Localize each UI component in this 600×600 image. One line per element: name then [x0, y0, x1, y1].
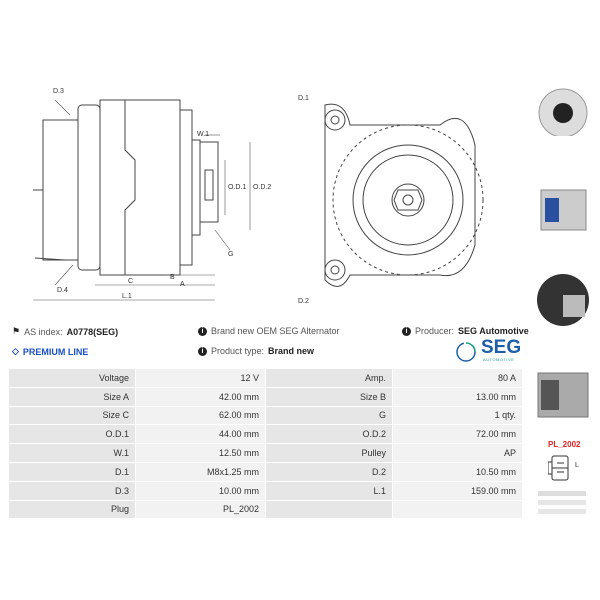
- info-icon: i: [198, 326, 207, 336]
- spec-label: Plug: [8, 499, 136, 520]
- diamond-icon: ◇: [12, 346, 19, 356]
- label-g: G: [228, 251, 233, 258]
- info-icon: i: [402, 326, 411, 336]
- spec-value: 10.50 mm: [392, 461, 523, 482]
- plug-name: PL_2002: [548, 440, 581, 449]
- label-d3: D.3: [53, 88, 64, 95]
- spec-value: 1 qty.: [392, 405, 523, 426]
- spec-value: [392, 499, 523, 520]
- side-view-diagram: D.3 D.4 W.1 O.D.1 O.D.2 G C B A L.1: [33, 88, 271, 301]
- spec-value: 13.00 mm: [392, 386, 523, 407]
- label-a: A: [180, 281, 185, 288]
- product-photo-angle[interactable]: [533, 365, 593, 423]
- spec-value: 159.00 mm: [392, 480, 523, 501]
- product-photo-side[interactable]: [533, 180, 593, 238]
- spec-value: 62.00 mm: [135, 405, 266, 426]
- label-b: B: [170, 274, 175, 281]
- spec-value: 10.00 mm: [135, 480, 266, 501]
- spec-label: O.D.2: [265, 424, 393, 445]
- spec-value: 80 A: [392, 368, 523, 388]
- label-l1: L.1: [122, 293, 132, 300]
- spec-value: M8x1.25 mm: [135, 461, 266, 482]
- premium-line-badge[interactable]: ◇PREMIUM LINE: [12, 346, 89, 357]
- label-d1: D.1: [298, 95, 309, 102]
- spec-label: O.D.1: [8, 424, 136, 445]
- label-w1: W.1: [197, 131, 209, 138]
- spec-value: 12 V: [135, 368, 266, 388]
- spec-label: [265, 499, 393, 520]
- spec-label: G: [265, 405, 393, 426]
- spec-label: D.1: [8, 461, 136, 482]
- spec-value: 72.00 mm: [392, 424, 523, 445]
- spec-label: Pulley: [265, 443, 393, 463]
- spec-label: W.1: [8, 443, 136, 463]
- plug-diagram-icon: [548, 455, 569, 481]
- spec-label: D.3: [8, 480, 136, 501]
- as-index: ⚑ AS index:A0778(SEG): [12, 326, 119, 337]
- tag-icon: ⚑: [12, 326, 21, 336]
- spec-value: PL_2002: [135, 499, 266, 520]
- spec-label: Size C: [8, 405, 136, 426]
- plug-terminal-label: L: [575, 462, 579, 469]
- spec-value: 42.00 mm: [135, 386, 266, 407]
- spec-value: 44.00 mm: [135, 424, 266, 445]
- spec-value: AP: [392, 443, 523, 463]
- label-d2: D.2: [298, 298, 309, 305]
- plug-mini-table: [538, 491, 586, 514]
- spec-label: D.2: [265, 461, 393, 482]
- label-od2: O.D.2: [253, 184, 271, 191]
- front-view-diagram: D.1 D.2: [298, 95, 484, 305]
- label-d4: D.4: [57, 287, 68, 294]
- label-od1: O.D.1: [228, 184, 246, 191]
- seg-logo: SEG AUTOMOTIVE: [455, 337, 525, 365]
- product-photo-rear[interactable]: [533, 270, 593, 328]
- spec-label: Size B: [265, 386, 393, 407]
- spec-value: 12.50 mm: [135, 443, 266, 463]
- spec-label: L.1: [265, 480, 393, 501]
- product-photo-front[interactable]: [533, 78, 593, 138]
- info-icon: i: [198, 346, 207, 356]
- spec-label: Size A: [8, 386, 136, 407]
- spec-label: Amp.: [265, 368, 393, 388]
- label-c: C: [128, 278, 133, 285]
- spec-label: Voltage: [8, 368, 136, 388]
